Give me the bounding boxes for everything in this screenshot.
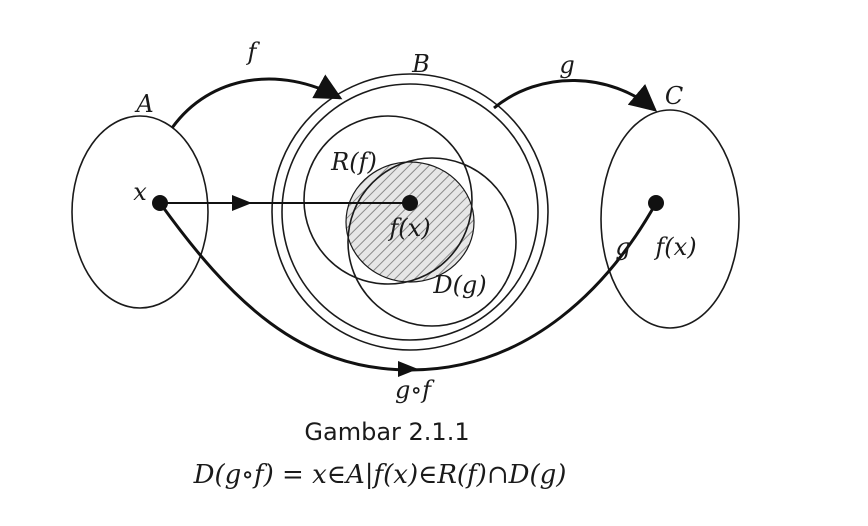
label-range-f: R(f): [330, 148, 377, 176]
label-composition: g∘f: [395, 376, 435, 404]
label-x: x: [133, 178, 147, 206]
arrow-x-to-fx-head: [232, 195, 252, 211]
range-f-circle: [303, 115, 473, 285]
set-b-inner-circle: [281, 83, 539, 341]
formula: D(g∘f) = x∈A|f(x)∈R(f)∩D(g): [193, 460, 567, 490]
arrow-g: [493, 79, 658, 112]
label-a: A: [134, 90, 153, 118]
point-gfx: [648, 195, 664, 211]
domain-g-circle: [347, 157, 517, 327]
set-c-ellipse: [600, 109, 740, 329]
label-g-right: g: [615, 233, 630, 261]
label-fx-right: f(x): [653, 233, 696, 261]
intersection-region: [345, 161, 475, 283]
label-f: f: [246, 38, 261, 66]
label-domain-g: D(g): [432, 271, 486, 299]
label-b: B: [411, 50, 430, 78]
label-fx: f(x): [387, 214, 430, 242]
point-x: [152, 195, 168, 211]
arrow-composition-head: [398, 361, 418, 377]
point-fx: [402, 195, 418, 211]
label-g-top: g: [559, 51, 574, 79]
figure-caption: Gambar 2.1.1: [304, 418, 469, 446]
label-c: C: [665, 82, 683, 110]
set-b-outer-circle: [271, 73, 549, 351]
arrow-f: [170, 74, 343, 129]
set-a-ellipse: [71, 115, 209, 309]
